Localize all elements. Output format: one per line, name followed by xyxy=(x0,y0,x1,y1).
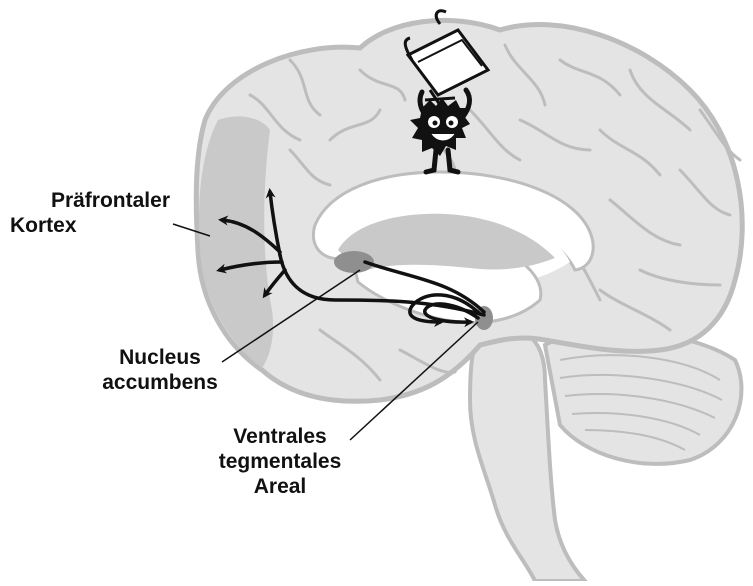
label-line: Kortex xyxy=(10,213,170,238)
label-line: accumbens xyxy=(95,370,225,395)
label-line: Nucleus xyxy=(95,345,225,370)
label-line: Präfrontaler xyxy=(10,188,170,213)
label-line: Ventrales xyxy=(215,424,345,449)
label-nucleus-accumbens: Nucleus accumbens xyxy=(95,345,225,395)
label-prefrontal-cortex: Präfrontaler Kortex xyxy=(10,188,170,238)
label-line: tegmentales xyxy=(215,449,345,474)
label-ventral-tegmental-area: Ventrales tegmentales Areal xyxy=(215,424,345,499)
prefrontal-cortex-region xyxy=(199,116,273,368)
label-line: Areal xyxy=(215,474,345,499)
